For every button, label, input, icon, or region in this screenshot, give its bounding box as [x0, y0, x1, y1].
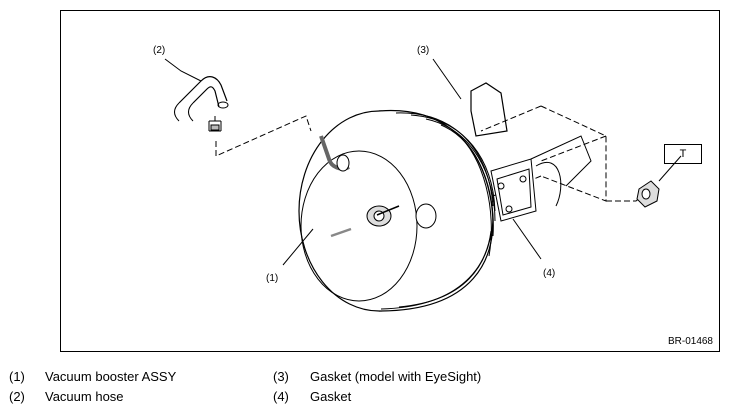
- legend-num-1: (1): [9, 369, 25, 384]
- figure-frame: (1) (2) (3) (4) T BR-01468: [60, 10, 720, 352]
- legend-num-2: (2): [9, 389, 25, 404]
- callout-3-label: (3): [417, 45, 430, 56]
- callout-2-label: (2): [153, 45, 166, 56]
- callout-4-leader: [512, 218, 542, 260]
- vacuum-booster-body: [298, 109, 496, 312]
- callout-1-leader: [282, 228, 314, 266]
- torque-symbol-box: T: [664, 144, 702, 164]
- callout-4-label: (4): [543, 268, 556, 279]
- hose-connection-line: [215, 115, 312, 157]
- legend-label-2: Vacuum hose: [45, 389, 124, 404]
- vacuum-booster-diagram: [164, 58, 682, 312]
- legend-label-4: Gasket: [310, 389, 352, 404]
- torque-nut: [636, 155, 682, 208]
- legend-num-3: (3): [273, 369, 289, 384]
- callout-1-label: (1): [266, 273, 279, 284]
- mounting-plate: [490, 135, 592, 222]
- legend-num-4: (4): [273, 389, 289, 404]
- callout-2-leader: [164, 58, 202, 82]
- legend: (1) Vacuum booster ASSY (2) Vacuum hose …: [0, 364, 730, 413]
- figure-id: BR-01468: [667, 336, 713, 347]
- legend-label-1: Vacuum booster ASSY: [45, 369, 177, 384]
- vacuum-hose: [174, 76, 229, 132]
- callout-3-leader: [432, 58, 462, 100]
- mounting-reference-box: [480, 105, 607, 202]
- gasket-eyesight: [470, 82, 508, 137]
- legend-label-3: Gasket (model with EyeSight): [310, 369, 482, 384]
